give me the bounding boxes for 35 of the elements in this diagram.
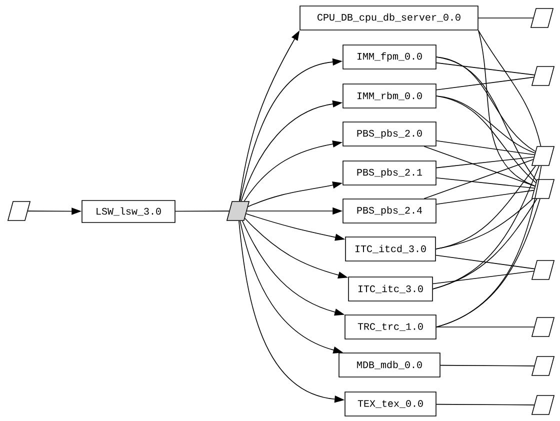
- connector-line: [436, 140, 535, 156]
- connector-line: [432, 270, 534, 284]
- connector-line: [424, 146, 536, 186]
- connector-line: [436, 96, 536, 184]
- connector-line: [436, 166, 542, 328]
- connector-line: [436, 326, 534, 328]
- connector-line: [436, 96, 536, 154]
- module-box: IMM_rbm_0.0: [342, 84, 436, 108]
- connector-line: [436, 198, 540, 328]
- module-box: IMM_fpm_0.0: [342, 44, 436, 70]
- connector-line: [478, 30, 542, 146]
- connector-line: [436, 62, 535, 76]
- module-box: MDB_mdb_0.0: [338, 352, 440, 378]
- module-box: PBS_pbs_2.4: [342, 198, 436, 224]
- connector-line: [478, 30, 536, 186]
- connector-line: [436, 76, 534, 90]
- module-box: ITC_itc_3.0: [348, 276, 433, 302]
- module-box: TEX_tex_0.0: [344, 392, 436, 416]
- connector-line: [432, 198, 538, 290]
- connector-line: [436, 404, 535, 406]
- module-box: ITC_itcd_3.0: [345, 236, 436, 262]
- connector-line: [436, 156, 534, 168]
- module-box: PBS_pbs_2.1: [342, 160, 436, 186]
- connector-line: [436, 190, 534, 205]
- connector-line: [424, 159, 534, 199]
- module-box: CPU_DB_cpu_db_server_0.0: [300, 6, 478, 30]
- connector-line: [436, 56, 537, 182]
- module-box: TRC_trc_1.0: [344, 314, 436, 340]
- connector-line: [440, 364, 535, 366]
- connector-line: [175, 210, 230, 212]
- module-box: PBS_pbs_2.0: [342, 122, 436, 146]
- module-box: LSW_lsw_3.0: [82, 200, 176, 223]
- connector-line: [436, 177, 535, 188]
- connector-line: [436, 254, 535, 270]
- connector-line: [436, 198, 533, 250]
